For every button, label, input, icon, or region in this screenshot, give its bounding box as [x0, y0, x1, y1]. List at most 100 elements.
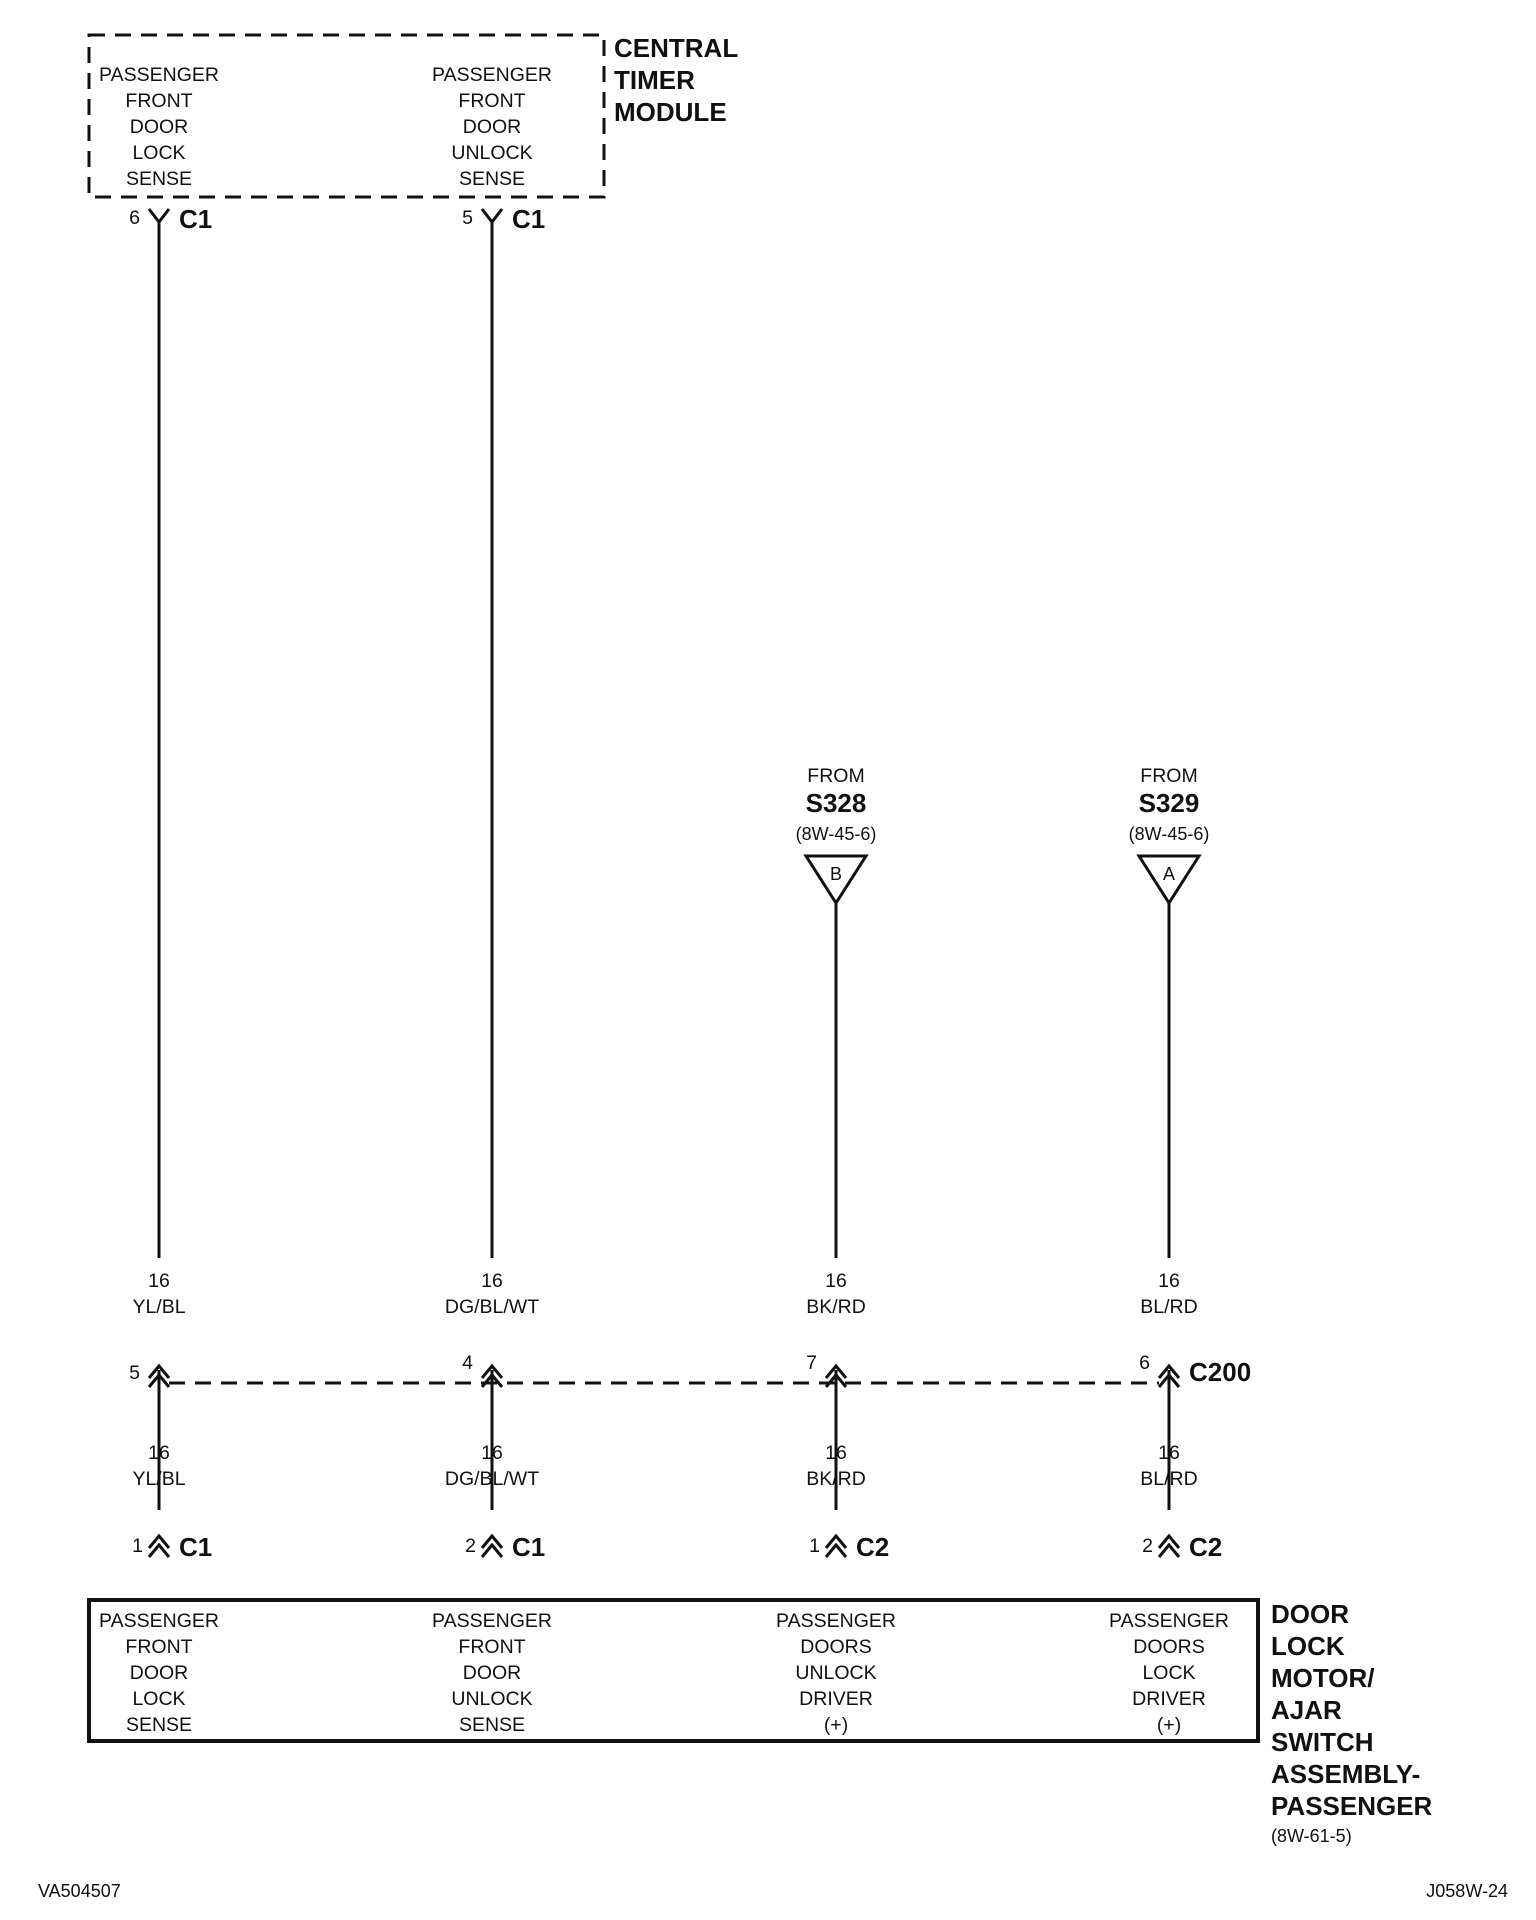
assembly-pin1-label: FRONT	[125, 1636, 192, 1658]
ctm-pin2-label: DOOR	[463, 116, 522, 138]
assembly-connector-name: C1	[179, 1532, 212, 1562]
footer-left-code: VA504507	[38, 1881, 121, 1901]
assembly-title-line: ASSEMBLY-	[1271, 1759, 1420, 1789]
wire-gauge: 16	[148, 1442, 170, 1464]
assembly-pin2-label: DOOR	[463, 1662, 522, 1684]
ctm-pin2-label: FRONT	[458, 90, 525, 112]
assembly-connector-name: C2	[1189, 1532, 1222, 1562]
assembly-title-line: LOCK	[1271, 1631, 1345, 1661]
assembly-pin2-label: FRONT	[458, 1636, 525, 1658]
wire-color: BK/RD	[806, 1468, 866, 1490]
ctm-pin-number: 6	[129, 207, 140, 229]
wire-color: YL/BL	[132, 1296, 185, 1318]
connector-pin-symbol	[480, 1363, 504, 1388]
c200-pin-number: 5	[129, 1362, 140, 1384]
assembly-pin4-label: DRIVER	[1132, 1688, 1206, 1710]
c200-connector: 5 4 7 6 C200	[129, 1352, 1251, 1388]
ctm-pin1-label: LOCK	[132, 142, 185, 164]
c200-pin-number: 6	[1139, 1352, 1150, 1374]
assembly-title-line: DOOR	[1271, 1599, 1349, 1629]
assembly-pin3-label: UNLOCK	[795, 1662, 876, 1684]
wires	[157, 222, 1171, 1510]
connector-pin-symbol	[1157, 1533, 1181, 1558]
ctm-title-line-1: CENTRAL	[614, 33, 738, 63]
source-from-label: FROM	[807, 765, 864, 787]
wire-gauge: 16	[481, 1270, 503, 1292]
assembly-pin-number: 2	[465, 1535, 476, 1557]
assembly-box	[87, 1598, 1260, 1743]
ctm-pin2-label: UNLOCK	[451, 142, 532, 164]
assembly-pin2-label: SENSE	[459, 1714, 525, 1736]
ctm-pin1-label: FRONT	[125, 90, 192, 112]
ctm-pin1-label: PASSENGER	[99, 64, 219, 86]
c200-connector-name: C200	[1189, 1357, 1251, 1387]
connector-pin-symbol	[480, 1533, 504, 1558]
wire-color: DG/BL/WT	[445, 1468, 539, 1490]
assembly-pin1-label: PASSENGER	[99, 1610, 219, 1632]
source-flag-b	[803, 854, 869, 906]
wire-gauge: 16	[825, 1270, 847, 1292]
assembly-connector-name: C1	[512, 1532, 545, 1562]
c200-pin-number: 4	[462, 1352, 473, 1374]
assembly-ref: (8W-61-5)	[1271, 1826, 1352, 1846]
connector-pin-symbol	[824, 1363, 848, 1388]
assembly-pin-number: 1	[132, 1535, 143, 1557]
wire-gauge: 16	[148, 1270, 170, 1292]
assembly-pin2-label: UNLOCK	[451, 1688, 532, 1710]
ctm-pin-number: 5	[462, 207, 473, 229]
wire-labels-lower: 16 YL/BL 16 DG/BL/WT 16 BK/RD 16 BL/RD	[132, 1442, 1197, 1490]
wire-gauge: 16	[1158, 1442, 1180, 1464]
c200-pin-number: 7	[806, 1352, 817, 1374]
footer-right-code: J058W-24	[1426, 1881, 1508, 1901]
connector-pin-symbol	[824, 1533, 848, 1558]
ctm-pin1-label: SENSE	[126, 168, 192, 190]
wire-labels-upper: 16 YL/BL 16 DG/BL/WT 16 BK/RD 16 BL/RD	[132, 1270, 1197, 1318]
assembly-pin3-label: DOORS	[800, 1636, 872, 1658]
source-ref: (8W-45-6)	[796, 824, 877, 844]
source-flag-letter: B	[830, 864, 842, 884]
assembly-connector-name: C2	[856, 1532, 889, 1562]
source-flag-a	[1136, 854, 1202, 906]
ctm-connector-name: C1	[179, 204, 212, 234]
assembly-pin2-label: PASSENGER	[432, 1610, 552, 1632]
assembly-pin4-label: (+)	[1157, 1714, 1181, 1736]
door-lock-motor-assembly: PASSENGER FRONT DOOR LOCK SENSE PASSENGE…	[87, 1598, 1433, 1846]
source-splice-id: S328	[806, 788, 867, 818]
ctm-connector-name: C1	[512, 204, 545, 234]
assembly-pin3-label: DRIVER	[799, 1688, 873, 1710]
source-ref: (8W-45-6)	[1129, 824, 1210, 844]
ctm-pin2-label: SENSE	[459, 168, 525, 190]
assembly-pin4-label: PASSENGER	[1109, 1610, 1229, 1632]
connector-pin-symbol	[480, 208, 504, 225]
source-splice-id: S329	[1139, 788, 1200, 818]
splice-sources: FROM S328 (8W-45-6) B FROM S329 (8W-45-6…	[796, 765, 1210, 906]
wire-color: BK/RD	[806, 1296, 866, 1318]
assembly-pin4-label: DOORS	[1133, 1636, 1205, 1658]
connector-pin-symbol	[147, 1533, 171, 1558]
central-timer-module: CENTRAL TIMER MODULE PASSENGER FRONT DOO…	[87, 33, 738, 234]
assembly-title-line: AJAR	[1271, 1695, 1342, 1725]
connector-pin-symbol	[1157, 1363, 1181, 1388]
wire-gauge: 16	[481, 1442, 503, 1464]
assembly-title-line: SWITCH	[1271, 1727, 1374, 1757]
assembly-pin4-label: LOCK	[1142, 1662, 1195, 1684]
assembly-pin1-label: LOCK	[132, 1688, 185, 1710]
assembly-pin-number: 2	[1142, 1535, 1153, 1557]
assembly-pin3-label: PASSENGER	[776, 1610, 896, 1632]
ctm-pin1-label: DOOR	[130, 116, 189, 138]
wire-color: YL/BL	[132, 1468, 185, 1490]
assembly-pin1-label: DOOR	[130, 1662, 189, 1684]
source-from-label: FROM	[1140, 765, 1197, 787]
source-flag-letter: A	[1163, 864, 1175, 884]
wire-gauge: 16	[1158, 1270, 1180, 1292]
assembly-title-line: PASSENGER	[1271, 1791, 1433, 1821]
ctm-pin2-label: PASSENGER	[432, 64, 552, 86]
wire-color: BL/RD	[1140, 1468, 1197, 1490]
connector-pin-symbol	[147, 208, 171, 225]
wire-color: BL/RD	[1140, 1296, 1197, 1318]
wire-color: DG/BL/WT	[445, 1296, 539, 1318]
assembly-title-line: MOTOR/	[1271, 1663, 1375, 1693]
ctm-title-line-2: TIMER	[614, 65, 695, 95]
assembly-pin1-label: SENSE	[126, 1714, 192, 1736]
